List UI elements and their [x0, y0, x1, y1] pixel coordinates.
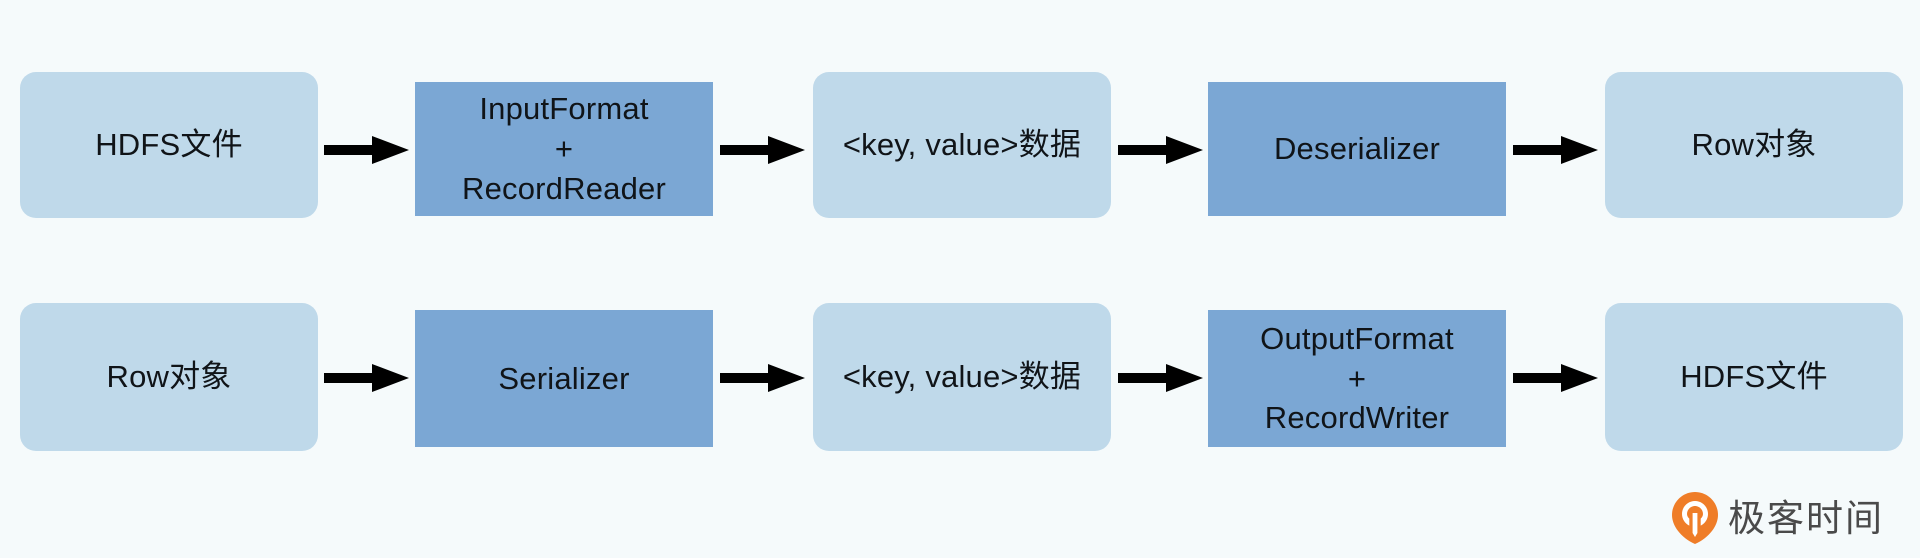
geektime-pin-icon [1672, 492, 1718, 544]
flow-arrow [720, 364, 805, 392]
geektime-logo: 极客时间 [1672, 492, 1884, 544]
flow-node-r2n5: HDFS文件 [1605, 303, 1903, 451]
flow-node-r1n1: HDFS文件 [20, 72, 318, 218]
flow-arrow [324, 136, 409, 164]
flow-node-label: Deserializer [1273, 131, 1441, 167]
flow-node-label: OutputFormat + RecordWriter [1260, 320, 1454, 436]
flow-node-label: HDFS文件 [1680, 359, 1828, 395]
flow-node-r2n4: OutputFormat + RecordWriter [1208, 310, 1506, 447]
flow-arrow [324, 364, 409, 392]
flow-node-r1n5: Row对象 [1605, 72, 1903, 218]
geektime-wordmark: 极客时间 [1728, 497, 1884, 539]
flow-arrow [1513, 364, 1598, 392]
flow-arrow [720, 136, 805, 164]
flow-node-r2n3: <key, value>数据 [813, 303, 1111, 451]
flow-node-r1n4: Deserializer [1208, 82, 1506, 216]
flow-node-r1n3: <key, value>数据 [813, 72, 1111, 218]
flow-node-r2n1: Row对象 [20, 303, 318, 451]
flow-node-label: <key, value>数据 [842, 127, 1082, 163]
flow-arrow [1118, 136, 1203, 164]
flow-node-label: Row对象 [106, 359, 232, 395]
flow-node-label: InputFormat + RecordReader [461, 91, 666, 206]
flow-node-label: Row对象 [1691, 127, 1817, 163]
flow-node-label: Serializer [498, 360, 630, 396]
flow-arrow [1118, 364, 1203, 392]
flow-node-label: HDFS文件 [95, 127, 243, 163]
flow-node-label: <key, value>数据 [842, 359, 1082, 395]
flow-arrow [1513, 136, 1598, 164]
flow-node-r1n2: InputFormat + RecordReader [415, 82, 713, 216]
flow-node-r2n2: Serializer [415, 310, 713, 447]
